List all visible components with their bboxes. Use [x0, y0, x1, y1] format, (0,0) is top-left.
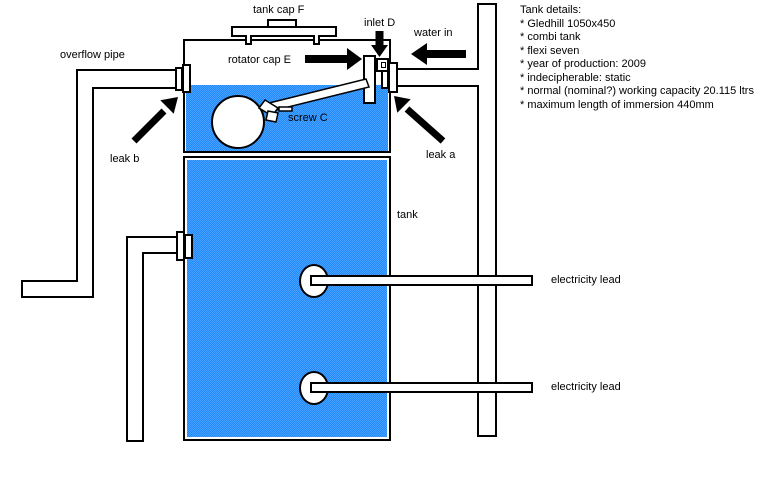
electricity-lead-upper-cable — [310, 275, 533, 286]
label-water-in: water in — [414, 27, 453, 39]
water-in-pipe — [396, 70, 480, 85]
tank-details-line: * year of production: 2009 — [520, 58, 646, 70]
float-ball — [211, 95, 265, 149]
label-tank-cap-f: tank cap F — [253, 4, 305, 16]
overflow-pipe — [21, 69, 179, 298]
tank-details-line: * maximum length of immersion 440mm — [520, 98, 714, 111]
screw-pin — [278, 106, 293, 112]
electricity-lead-lower-cable — [310, 382, 533, 393]
tank-cap-prong-right — [313, 35, 320, 45]
rotator-arrow — [305, 48, 362, 70]
label-leak-b: leak b — [110, 153, 140, 165]
water-in-flange-wall — [388, 62, 398, 93]
leak-b-arrow — [131, 97, 178, 144]
tank-details-line: * indecipherable: static — [520, 71, 631, 84]
label-electricity-lead-lower: electricity lead — [551, 381, 621, 393]
tank-cap-prong-left — [245, 35, 252, 45]
label-inlet-d: inlet D — [364, 17, 396, 29]
inlet-arrow — [371, 31, 388, 57]
tank-cap-plate — [231, 26, 337, 37]
tank-details-line: * Gledhill 1050x450 — [520, 17, 616, 30]
inlet-fitting-notch — [381, 62, 386, 68]
tank-details-title: Tank details: — [520, 4, 582, 16]
label-electricity-lead-upper: electricity lead — [551, 274, 621, 286]
tank-details-line: * normal (nominal?) working capacity 20.… — [520, 85, 754, 97]
leak-a-arrow — [394, 96, 446, 144]
overflow-flange-wall — [182, 64, 191, 93]
label-tank: tank — [397, 209, 418, 221]
screw-body — [265, 110, 279, 123]
label-leak-a: leak a — [426, 149, 456, 161]
water-in-arrow — [411, 43, 466, 65]
label-rotator-cap-e: rotator cap E — [228, 54, 291, 66]
label-overflow-pipe: overflow pipe — [60, 49, 125, 61]
right-vertical-pipe — [477, 3, 497, 437]
tank-details-line: * flexi seven — [520, 44, 580, 57]
overflow-flange-outer — [175, 67, 183, 91]
tank-details-line: * combi tank — [520, 31, 581, 43]
lower-pipe-flange-wall — [184, 234, 193, 259]
label-screw-c: screw C — [288, 112, 328, 124]
tank-details-block: Tank details: * Gledhill 1050x450 * comb… — [520, 4, 754, 112]
